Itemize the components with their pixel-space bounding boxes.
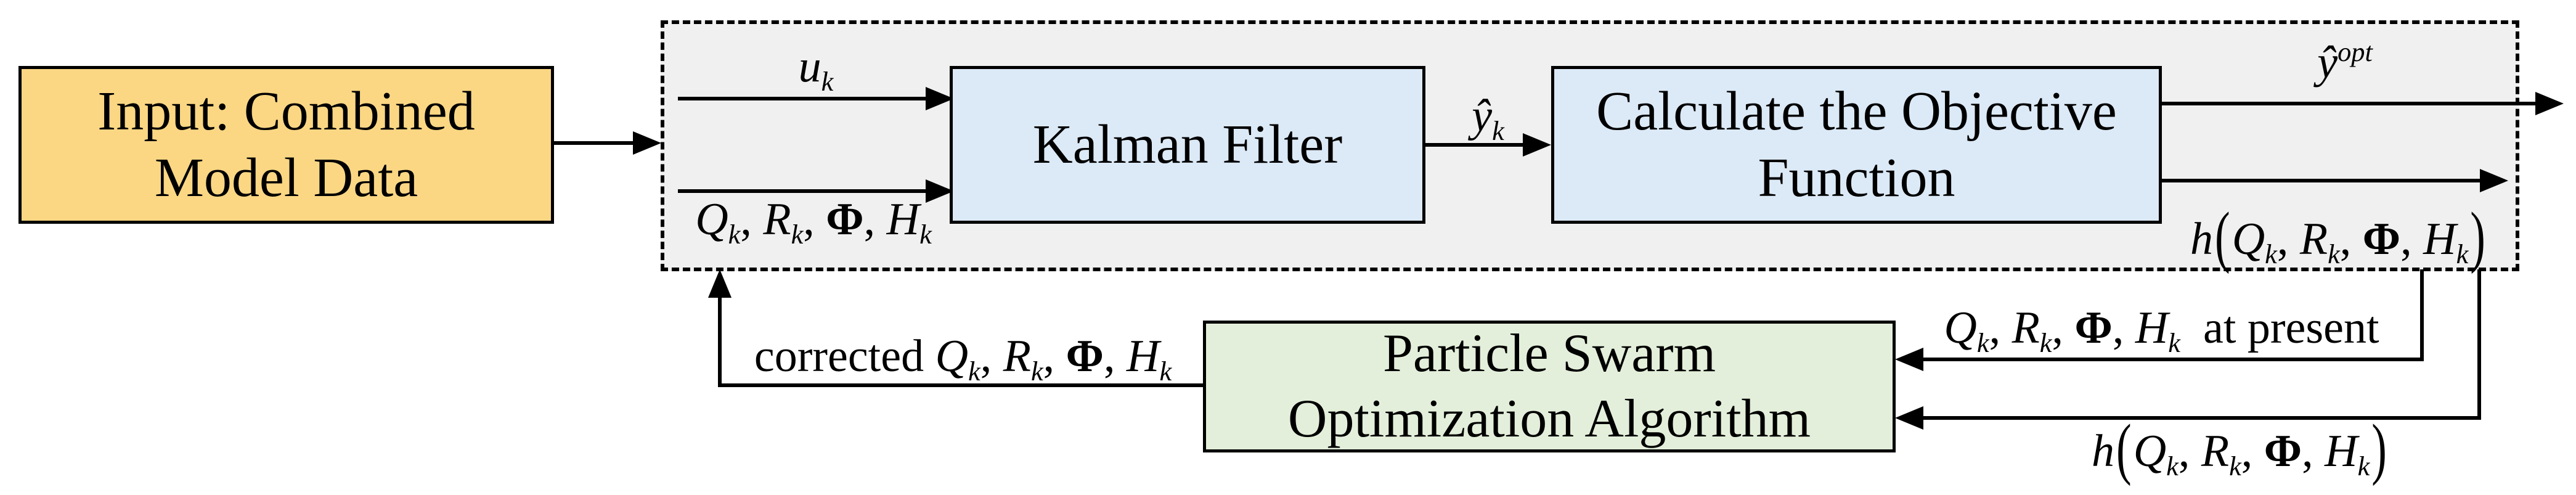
y-estimate-arrowhead-icon [1523, 133, 1551, 157]
corrected-feedback-arrowhead-icon [708, 269, 732, 298]
input-model-box: Input: Combined Model Data [18, 66, 554, 224]
pso-box: Particle Swarm Optimization Algorithm [1203, 321, 1896, 452]
h-output-arrowhead-icon [2480, 169, 2508, 192]
kalman-filter-box: Kalman Filter [950, 66, 1425, 224]
params-input-label: Qk, Rk, Φ, Hk [695, 194, 932, 250]
params-present-feedback-vline [2420, 269, 2424, 361]
params-present-label: Qk, Rk, Φ, Hk at present [1944, 303, 2379, 359]
y-optimal-label: ŷopt [2317, 36, 2373, 88]
y-optimal-arrowhead-icon [2535, 92, 2564, 115]
objective-function-label-line2: Function [1758, 147, 1955, 208]
h-output-arrow-line [2161, 179, 2483, 182]
u-input-label: uk [798, 41, 834, 97]
input-model-label-line1: Input: Combined [97, 81, 475, 142]
h-feedback-vline [2477, 269, 2481, 420]
h-feedback-label: h(Qk, Rk, Φ, Hk) [2092, 411, 2387, 487]
corrected-params-label: corrected Qk, Rk, Φ, Hk [754, 331, 1172, 387]
h-output-label: h(Qk, Rk, Φ, Hk) [2190, 198, 2485, 275]
params-present-arrowhead-icon [1895, 348, 1923, 371]
input-arrowhead-icon [633, 131, 661, 155]
h-feedback-arrowhead-icon [1895, 406, 1923, 430]
corrected-feedback-hline [718, 383, 1203, 387]
y-optimal-arrow-line [2161, 102, 2538, 105]
pso-label-line2: Optimization Algorithm [1287, 389, 1811, 449]
u-input-arrowhead-icon [926, 87, 954, 110]
params-input-arrowhead-icon [926, 179, 954, 203]
y-estimate-label: ŷk [1472, 91, 1504, 147]
params-input-arrow-line [678, 189, 929, 193]
input-model-label-line2: Model Data [154, 147, 418, 208]
pso-label-line1: Particle Swarm [1382, 324, 1716, 384]
y-estimate-arrow-line [1425, 143, 1526, 147]
u-input-arrow-line [678, 97, 929, 100]
params-present-feedback-hline [1921, 358, 2424, 361]
h-feedback-hline [1921, 416, 2481, 420]
corrected-feedback-vline [718, 295, 722, 387]
objective-function-box: Calculate the Objective Function [1551, 66, 2162, 224]
objective-function-label-line1: Calculate the Objective [1596, 81, 2117, 142]
kalman-filter-label: Kalman Filter [1032, 114, 1343, 175]
input-arrow-line [553, 141, 637, 145]
